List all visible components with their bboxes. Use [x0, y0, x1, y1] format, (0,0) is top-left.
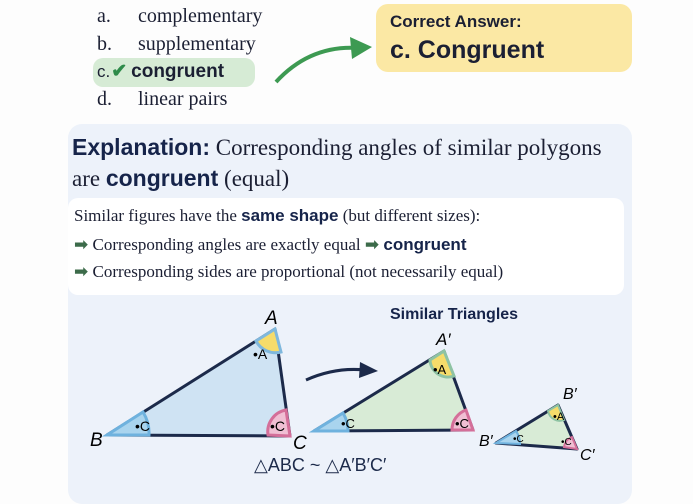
diagram-heading: Similar Triangles — [390, 306, 518, 323]
option-text: supplementary — [138, 33, 256, 55]
explanation-bold: congruent — [105, 165, 219, 191]
point-text: Corresponding angles are exactly equal — [92, 235, 361, 254]
intro-text-end: (but different sizes): — [338, 206, 481, 225]
angle-a-label: •A — [433, 362, 447, 377]
summary-intro: Similar figures have the same shape (but… — [74, 206, 480, 226]
vertex-c: C — [293, 433, 307, 454]
summary-point-2: ➡ Corresponding sides are proportional (… — [74, 262, 503, 282]
selected-option-highlight — [93, 58, 255, 87]
summary-point-1: ➡ Corresponding angles are exactly equal… — [74, 235, 466, 255]
arrow-right-icon: ➡ — [364, 235, 380, 255]
option-d[interactable]: d. linear pairs — [97, 85, 227, 113]
explanation-label: Explanation: — [72, 134, 211, 160]
explanation-title: Explanation: Corresponding angles of sim… — [72, 132, 612, 194]
vertex-top: B′ — [563, 386, 578, 403]
check-icon: ✔ — [111, 61, 128, 82]
option-letter: b. — [97, 33, 112, 55]
option-a[interactable]: a. complementary — [97, 2, 262, 30]
correct-answer-value: c. Congruent — [390, 36, 545, 64]
option-text: congruent — [131, 61, 225, 82]
option-letter: a. — [97, 5, 111, 27]
angle-c-label: •C — [270, 418, 285, 434]
vertex-a-prime: A′ — [435, 330, 451, 349]
point-result: congruent — [383, 235, 467, 254]
angle-a-label: •A — [553, 411, 565, 423]
option-c[interactable]: c.✔congruent — [97, 58, 224, 86]
correct-answer-box: Correct Answer: c. Congruent — [376, 4, 632, 72]
triangle-a-prime: •A •C •C A′ — [308, 330, 476, 433]
angle-b-label: •C — [513, 434, 524, 445]
intro-text: Similar figures have the — [74, 206, 242, 225]
option-b[interactable]: b. supplementary — [97, 30, 256, 58]
transform-arrow-icon — [305, 362, 378, 382]
explanation-text-end: (equal) — [218, 166, 290, 191]
angle-c-label: •C — [561, 437, 572, 448]
point-text: Corresponding sides are proportional (no… — [92, 262, 504, 281]
vertex-left: B′ — [479, 433, 494, 450]
similar-triangles-diagram: Similar Triangles •A •C •C A B C •A •C •… — [90, 306, 596, 475]
angle-b-label: •C — [341, 416, 355, 431]
option-text: linear pairs — [138, 88, 228, 110]
vertex-b: B — [90, 430, 103, 451]
arrow-right-icon: ➡ — [74, 235, 89, 255]
option-letter: c. — [97, 62, 111, 81]
angle-b-label: •C — [135, 418, 150, 434]
vertex-a: A — [264, 308, 278, 329]
intro-bold: same shape — [241, 206, 339, 225]
option-letter: d. — [97, 88, 112, 110]
triangle-abc: •A •C •C A B C — [90, 308, 307, 454]
triangle-small: •A •C •C B′ B′ C′ — [479, 386, 596, 464]
angle-a-label: •A — [253, 346, 268, 362]
option-text: complementary — [138, 5, 263, 27]
similarity-relation: △ABC ~ △A′B′C′ — [254, 455, 387, 475]
angle-c-label: •C — [455, 416, 469, 431]
vertex-right: C′ — [580, 447, 596, 464]
correct-answer-label: Correct Answer: — [390, 12, 522, 31]
arrow-right-icon: ➡ — [74, 262, 89, 282]
explanation-text: Corresponding angles of similar polygons… — [72, 135, 602, 191]
green-arrow-icon — [274, 37, 372, 84]
summary-box: Similar figures have the same shape (but… — [68, 198, 624, 295]
